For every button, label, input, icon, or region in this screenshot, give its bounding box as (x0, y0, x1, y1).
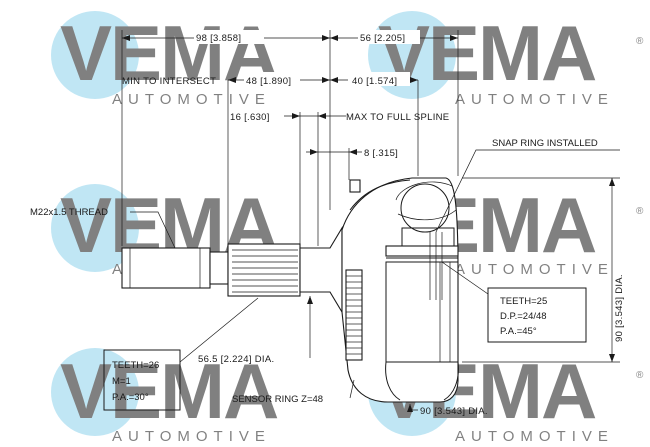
dim-16: 16 [.630] (230, 112, 270, 123)
dim-98: 98 [3.858] (196, 33, 241, 44)
thread-label: M22x1.5 THREAD (30, 207, 108, 218)
splined-shaft (227, 243, 301, 297)
spline-lines (232, 249, 298, 293)
dim-40: 40 [1.574] (352, 76, 397, 87)
watermark-brand: VEMA (378, 9, 596, 97)
spec-inner-pa: P.A.=45° (500, 326, 537, 337)
watermark-top-right: VEMA AUTOMOTIVE ® (368, 9, 644, 108)
dim-8: 8 [.315] (364, 148, 398, 159)
min-to-intersect-label: MIN TO INTERSECT (122, 76, 216, 87)
dim-90-dia-bottom: 90 [3.543] DIA. (420, 406, 488, 417)
shaft-neck (209, 251, 229, 285)
spec-inner-dp: D.P.=24/48 (500, 311, 547, 322)
watermark-sub: AUTOMOTIVE (112, 428, 271, 445)
spec-outer-teeth: TEETH=26 (112, 360, 159, 371)
spec-inner-teeth: TEETH=25 (500, 296, 547, 307)
watermark-sub: AUTOMOTIVE (455, 91, 614, 108)
inner-spline (429, 232, 443, 300)
dimension-lines (121, 30, 620, 412)
watermark-brand: VEMA (60, 9, 278, 97)
watermark-top-left: VEMA AUTOMOTIVE (51, 9, 280, 108)
registered-mark: ® (636, 206, 644, 217)
ball-cage (400, 183, 450, 233)
dim-48: 48 [1.890] (246, 76, 291, 87)
shaft-taper (299, 226, 343, 314)
sensor-ring-label: SENSOR RING Z=48 (232, 394, 323, 405)
watermark-sub: AUTOMOTIVE (112, 91, 271, 108)
cv-joint-part (121, 177, 459, 403)
sensor-ring (345, 269, 363, 361)
snap-ring-label: SNAP RING INSTALLED (492, 138, 598, 149)
spec-outer-pa: P.A.=30° (112, 392, 149, 403)
spec-box-outer: TEETH=26 M=1 P.A.=30° (103, 349, 181, 411)
registered-mark: ® (636, 370, 644, 381)
dimension-texts: 98 [3.858] 56 [2.205] MIN TO INTERSECT 4… (30, 30, 625, 417)
dim-56-5-dia: 56.5 [2.224] DIA. (198, 354, 274, 365)
spec-box-inner: TEETH=25 D.P.=24/48 P.A.=45° (487, 287, 587, 343)
dim-56: 56 [2.205] (360, 33, 405, 44)
inner-hub (385, 245, 459, 257)
watermark-brand: VEMA (60, 347, 278, 435)
threaded-stub (121, 247, 211, 289)
dim-90-dia-vertical: 90 [3.543] DIA. (614, 274, 625, 342)
watermark-sub: AUTOMOTIVE (455, 428, 614, 445)
watermark-sub: AUTOMOTIVE (455, 261, 614, 278)
spec-outer-m: M=1 (112, 376, 131, 387)
max-to-full-spline-label: MAX TO FULL SPLINE (346, 112, 449, 123)
watermark-bottom-left: VEMA AUTOMOTIVE (51, 347, 280, 445)
registered-mark: ® (636, 36, 644, 47)
